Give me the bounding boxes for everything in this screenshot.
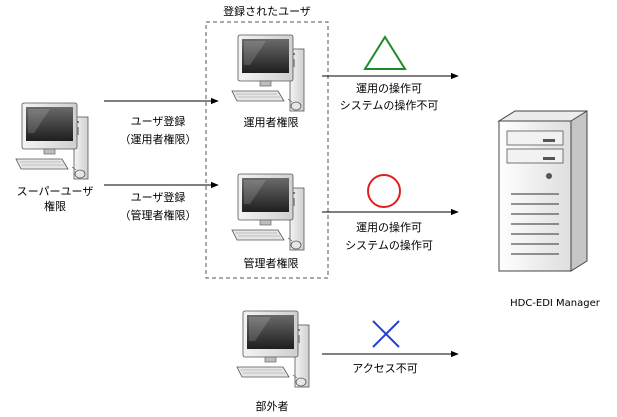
triangle-icon: [363, 35, 407, 70]
superuser-label-line2: 権限: [44, 199, 66, 213]
outsider-pc-icon: [236, 310, 310, 388]
registered-users-title: 登録されたユーザ: [223, 4, 311, 18]
admin-permission-line1: 運用の操作可: [356, 220, 422, 234]
register-admin-label-line1: ユーザ登録: [131, 190, 186, 204]
server-label: HDC-EDI Manager: [510, 298, 601, 309]
register-operator-label-line2: （運用者権限）: [120, 132, 197, 146]
operator-pc-icon: [231, 34, 305, 112]
admin-permission-line2: システムの操作可: [345, 238, 433, 252]
superuser-pc-icon: [15, 102, 89, 180]
operator-permission-line2: システムの操作不可: [340, 98, 439, 112]
outsider-permission-line1: アクセス不可: [352, 362, 417, 375]
superuser-label-line1: スーパーユーザ: [17, 185, 94, 198]
operator-label: 運用者権限: [244, 115, 299, 129]
admin-pc-icon: [231, 173, 305, 251]
circle-icon: [367, 174, 401, 208]
register-admin-label-line2: （管理者権限）: [120, 208, 197, 222]
register-operator-label-line1: ユーザ登録: [131, 114, 186, 128]
operator-permission-line1: 運用の操作可: [356, 81, 422, 95]
admin-label: 管理者権限: [244, 256, 299, 270]
server-icon: [497, 110, 588, 272]
outsider-label: 部外者: [256, 399, 289, 413]
cross-icon: [372, 320, 400, 348]
